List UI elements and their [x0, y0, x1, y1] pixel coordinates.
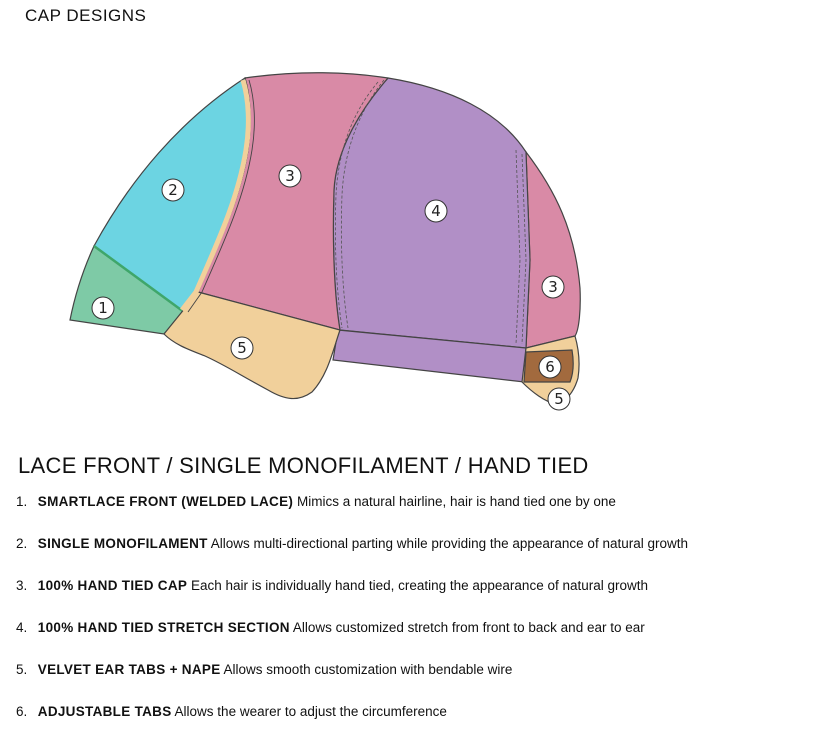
marker-5-nape: 5: [547, 387, 571, 411]
page-title: CAP DESIGNS: [25, 6, 147, 25]
feature-number: 3.: [16, 578, 28, 593]
marker-5-ear: 5: [230, 336, 254, 360]
feature-item: 3. 100% HAND TIED CAP Each hair is indiv…: [16, 576, 816, 618]
cap-diagram: 1 2 3 4 3 5 6 5: [69, 72, 581, 411]
back-hand-tied-region: [525, 150, 581, 349]
marker-3-front: 3: [278, 164, 302, 188]
svg-text:3: 3: [285, 167, 295, 185]
svg-text:6: 6: [545, 358, 555, 376]
marker-1: 1: [91, 296, 115, 320]
feature-name: SMARTLACE FRONT (WELDED LACE): [37, 494, 294, 509]
seam-strip: [180, 79, 251, 312]
svg-text:1: 1: [98, 299, 108, 317]
feature-item: 2. SINGLE MONOFILAMENT Allows multi-dire…: [16, 534, 816, 576]
feature-item: 6. ADJUSTABLE TABS Allows the wearer to …: [16, 702, 816, 744]
feature-number: 4.: [16, 620, 28, 635]
feature-number: 6.: [16, 704, 28, 719]
feature-name: VELVET EAR TABS + NAPE: [37, 662, 221, 677]
feature-item: 4. 100% HAND TIED STRETCH SECTION Allows…: [16, 618, 816, 660]
feature-name: ADJUSTABLE TABS: [37, 704, 172, 719]
feature-description: Allows the wearer to adjust the circumfe…: [174, 704, 447, 719]
feature-description: Allows customized stretch from front to …: [292, 620, 645, 635]
feature-number: 1.: [16, 494, 28, 509]
svg-text:3: 3: [548, 278, 558, 296]
feature-list: 1. SMARTLACE FRONT (WELDED LACE) Mimics …: [16, 492, 816, 744]
feature-item: 5. VELVET EAR TABS + NAPE Allows smooth …: [16, 660, 816, 702]
svg-text:4: 4: [431, 202, 441, 220]
section-title: LACE FRONT / SINGLE MONOFILAMENT / HAND …: [18, 453, 589, 478]
feature-description: Allows multi-directional parting while p…: [210, 536, 688, 551]
marker-6: 6: [538, 355, 562, 379]
marker-4: 4: [424, 199, 448, 223]
marker-2: 2: [161, 178, 185, 202]
feature-number: 2.: [16, 536, 28, 551]
feature-name: 100% HAND TIED CAP: [37, 578, 188, 593]
feature-number: 5.: [16, 662, 28, 677]
marker-3-back: 3: [541, 275, 565, 299]
svg-text:2: 2: [168, 181, 178, 199]
svg-text:5: 5: [554, 390, 564, 408]
svg-text:5: 5: [237, 339, 247, 357]
feature-item: 1. SMARTLACE FRONT (WELDED LACE) Mimics …: [16, 492, 816, 534]
feature-description: Allows smooth customization with bendabl…: [223, 662, 513, 677]
feature-name: SINGLE MONOFILAMENT: [37, 536, 208, 551]
feature-name: 100% HAND TIED STRETCH SECTION: [37, 620, 290, 635]
feature-description: Mimics a natural hairline, hair is hand …: [296, 494, 616, 509]
feature-description: Each hair is individually hand tied, cre…: [190, 578, 649, 593]
